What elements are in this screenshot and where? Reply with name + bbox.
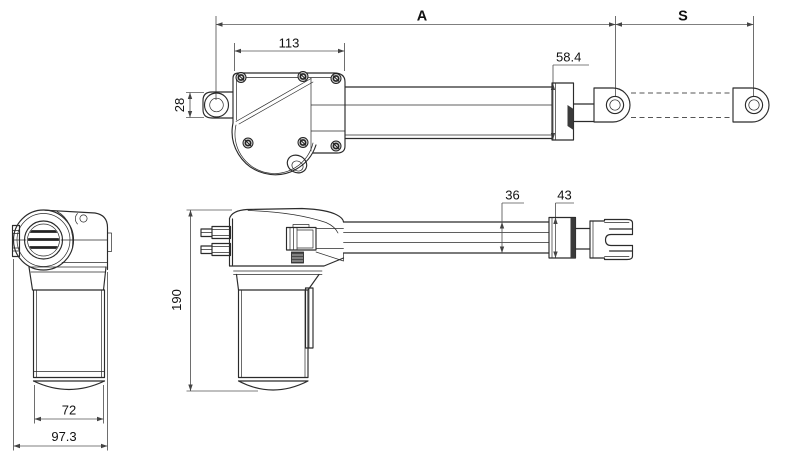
dimension-overall-length: A S: [215, 9, 754, 100]
outer-tube: [344, 86, 553, 140]
dimension-motor-width: 72: [34, 385, 104, 424]
dim-label-end-cap: 58.4: [556, 50, 581, 65]
front-view: 72 97.3: [11, 209, 112, 451]
side-tube: [342, 221, 550, 254]
screw-icon: [330, 140, 342, 152]
screw-icon: [297, 137, 309, 148]
dimension-gearbox-length: 113: [234, 36, 345, 71]
front-motor: [32, 289, 106, 390]
end-collar: [551, 82, 575, 141]
rear-eyelet: [202, 91, 234, 119]
dimension-tube-size: 36: [499, 188, 524, 253]
motor-side-strip: [304, 287, 314, 349]
screw-icon: [330, 73, 342, 84]
dim-label-overall-height: 190: [169, 289, 184, 311]
side-view: 190: [169, 188, 634, 392]
dim-label-tube-size: 36: [505, 188, 519, 203]
dimension-overall-height: 190: [169, 209, 258, 392]
dim-label-overall-width: 97.3: [51, 429, 76, 444]
side-motor: [237, 287, 314, 391]
dim-label-gearbox-length: 113: [279, 36, 300, 51]
housing-hole: [79, 214, 88, 223]
dim-label-motor-width: 72: [62, 403, 76, 418]
dim-label-overall-length: A: [417, 9, 428, 25]
top-view: A S 113 28 58.4: [172, 9, 770, 176]
hub-slots: [28, 230, 59, 249]
screw-icon: [242, 137, 254, 149]
dimension-rear-eyelet-height: 28: [172, 92, 204, 118]
front-housing: [11, 209, 112, 291]
piston-rod-assembly: [572, 87, 770, 123]
screw-icon: [235, 72, 247, 83]
clevis-fork: [589, 218, 634, 261]
connector-pins: [200, 225, 232, 257]
connector-block: [285, 224, 317, 264]
dim-label-rear-eyelet-height: 28: [172, 98, 187, 112]
dim-label-stroke: S: [678, 9, 688, 25]
dimension-end-cap: 58.4: [550, 50, 589, 140]
gland-nut: [291, 251, 304, 264]
gear-housing: [231, 71, 346, 176]
rear-tab-edge: [11, 224, 21, 258]
extended-eyelet: [732, 87, 770, 123]
side-rib: [107, 232, 112, 252]
dim-label-fork-size: 43: [557, 188, 571, 203]
side-gearbox: [200, 207, 345, 291]
dimension-overall-width: 97.3: [13, 259, 108, 451]
screw-icon: [297, 71, 309, 82]
rod-end-block: [548, 216, 591, 259]
dimension-fork-size: 43: [553, 188, 574, 258]
cable-gland: [286, 154, 308, 174]
